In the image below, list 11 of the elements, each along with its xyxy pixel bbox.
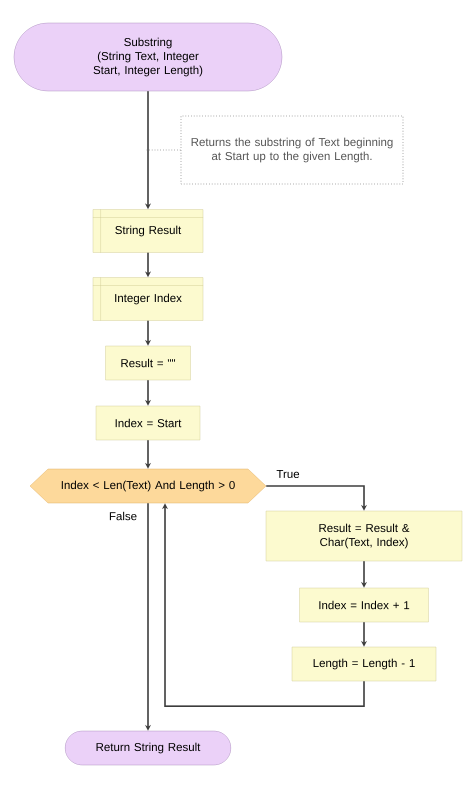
process-box: Result = "" <box>105 346 191 380</box>
end-terminal: Return String Result <box>64 730 232 766</box>
process-box: Length = Length - 1 <box>292 646 436 682</box>
process-box: Index = Index + 1 <box>299 588 429 622</box>
decision-hexagon: Index < Len(Text) And Length > 0 <box>30 468 266 504</box>
comment-box: Returns the substring of Text beginning at Start up to the given Length. <box>180 116 404 184</box>
process-box: Result = Result & Char(Text, Index) <box>266 510 462 562</box>
internal-storage-box: Integer Index <box>92 277 204 321</box>
internal-storage-box: String Result <box>92 209 204 253</box>
start-terminal: Substring (String Text, Integer Start, Integer Length) <box>14 22 282 92</box>
process-box: Index = Start <box>96 406 200 440</box>
